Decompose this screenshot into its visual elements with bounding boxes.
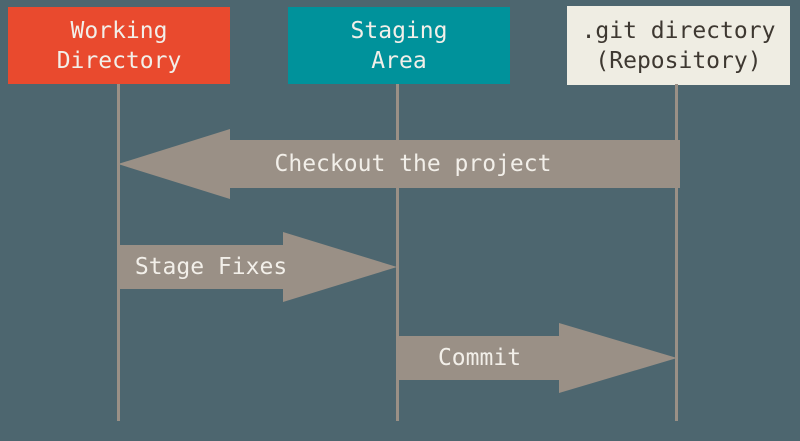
column-header-git-directory: .git directory (Repository) bbox=[567, 6, 790, 85]
arrow-checkout: Checkout the project bbox=[118, 129, 680, 199]
arrow-shaft bbox=[397, 336, 562, 380]
arrow-head-right-icon bbox=[559, 323, 677, 393]
column-header-working-directory: Working Directory bbox=[8, 7, 230, 84]
column-header-label-line: (Repository) bbox=[595, 47, 762, 74]
column-header-label-line: Directory bbox=[56, 47, 182, 74]
arrow-shaft bbox=[228, 140, 680, 188]
arrow-commit: Commit bbox=[397, 323, 677, 393]
arrow-head-left-icon bbox=[118, 129, 230, 199]
arrow-label: Checkout the project bbox=[274, 151, 552, 177]
arrow-head-right-icon bbox=[283, 232, 397, 302]
staging-area-lifeline bbox=[396, 84, 399, 421]
git-directory-lifeline bbox=[675, 84, 678, 421]
column-header-label-line: .git directory bbox=[581, 17, 776, 44]
arrow-label: Commit bbox=[437, 345, 522, 371]
column-header-label-line: Working bbox=[70, 17, 168, 44]
column-header-staging-area: Staging Area bbox=[288, 7, 510, 84]
column-header-label-line: Staging bbox=[350, 17, 448, 44]
arrow-shaft bbox=[118, 245, 286, 289]
column-header-label-line: Area bbox=[371, 47, 427, 74]
arrow-stage-fixes: Stage Fixes bbox=[118, 232, 397, 302]
arrow-label: Stage Fixes bbox=[134, 254, 288, 280]
